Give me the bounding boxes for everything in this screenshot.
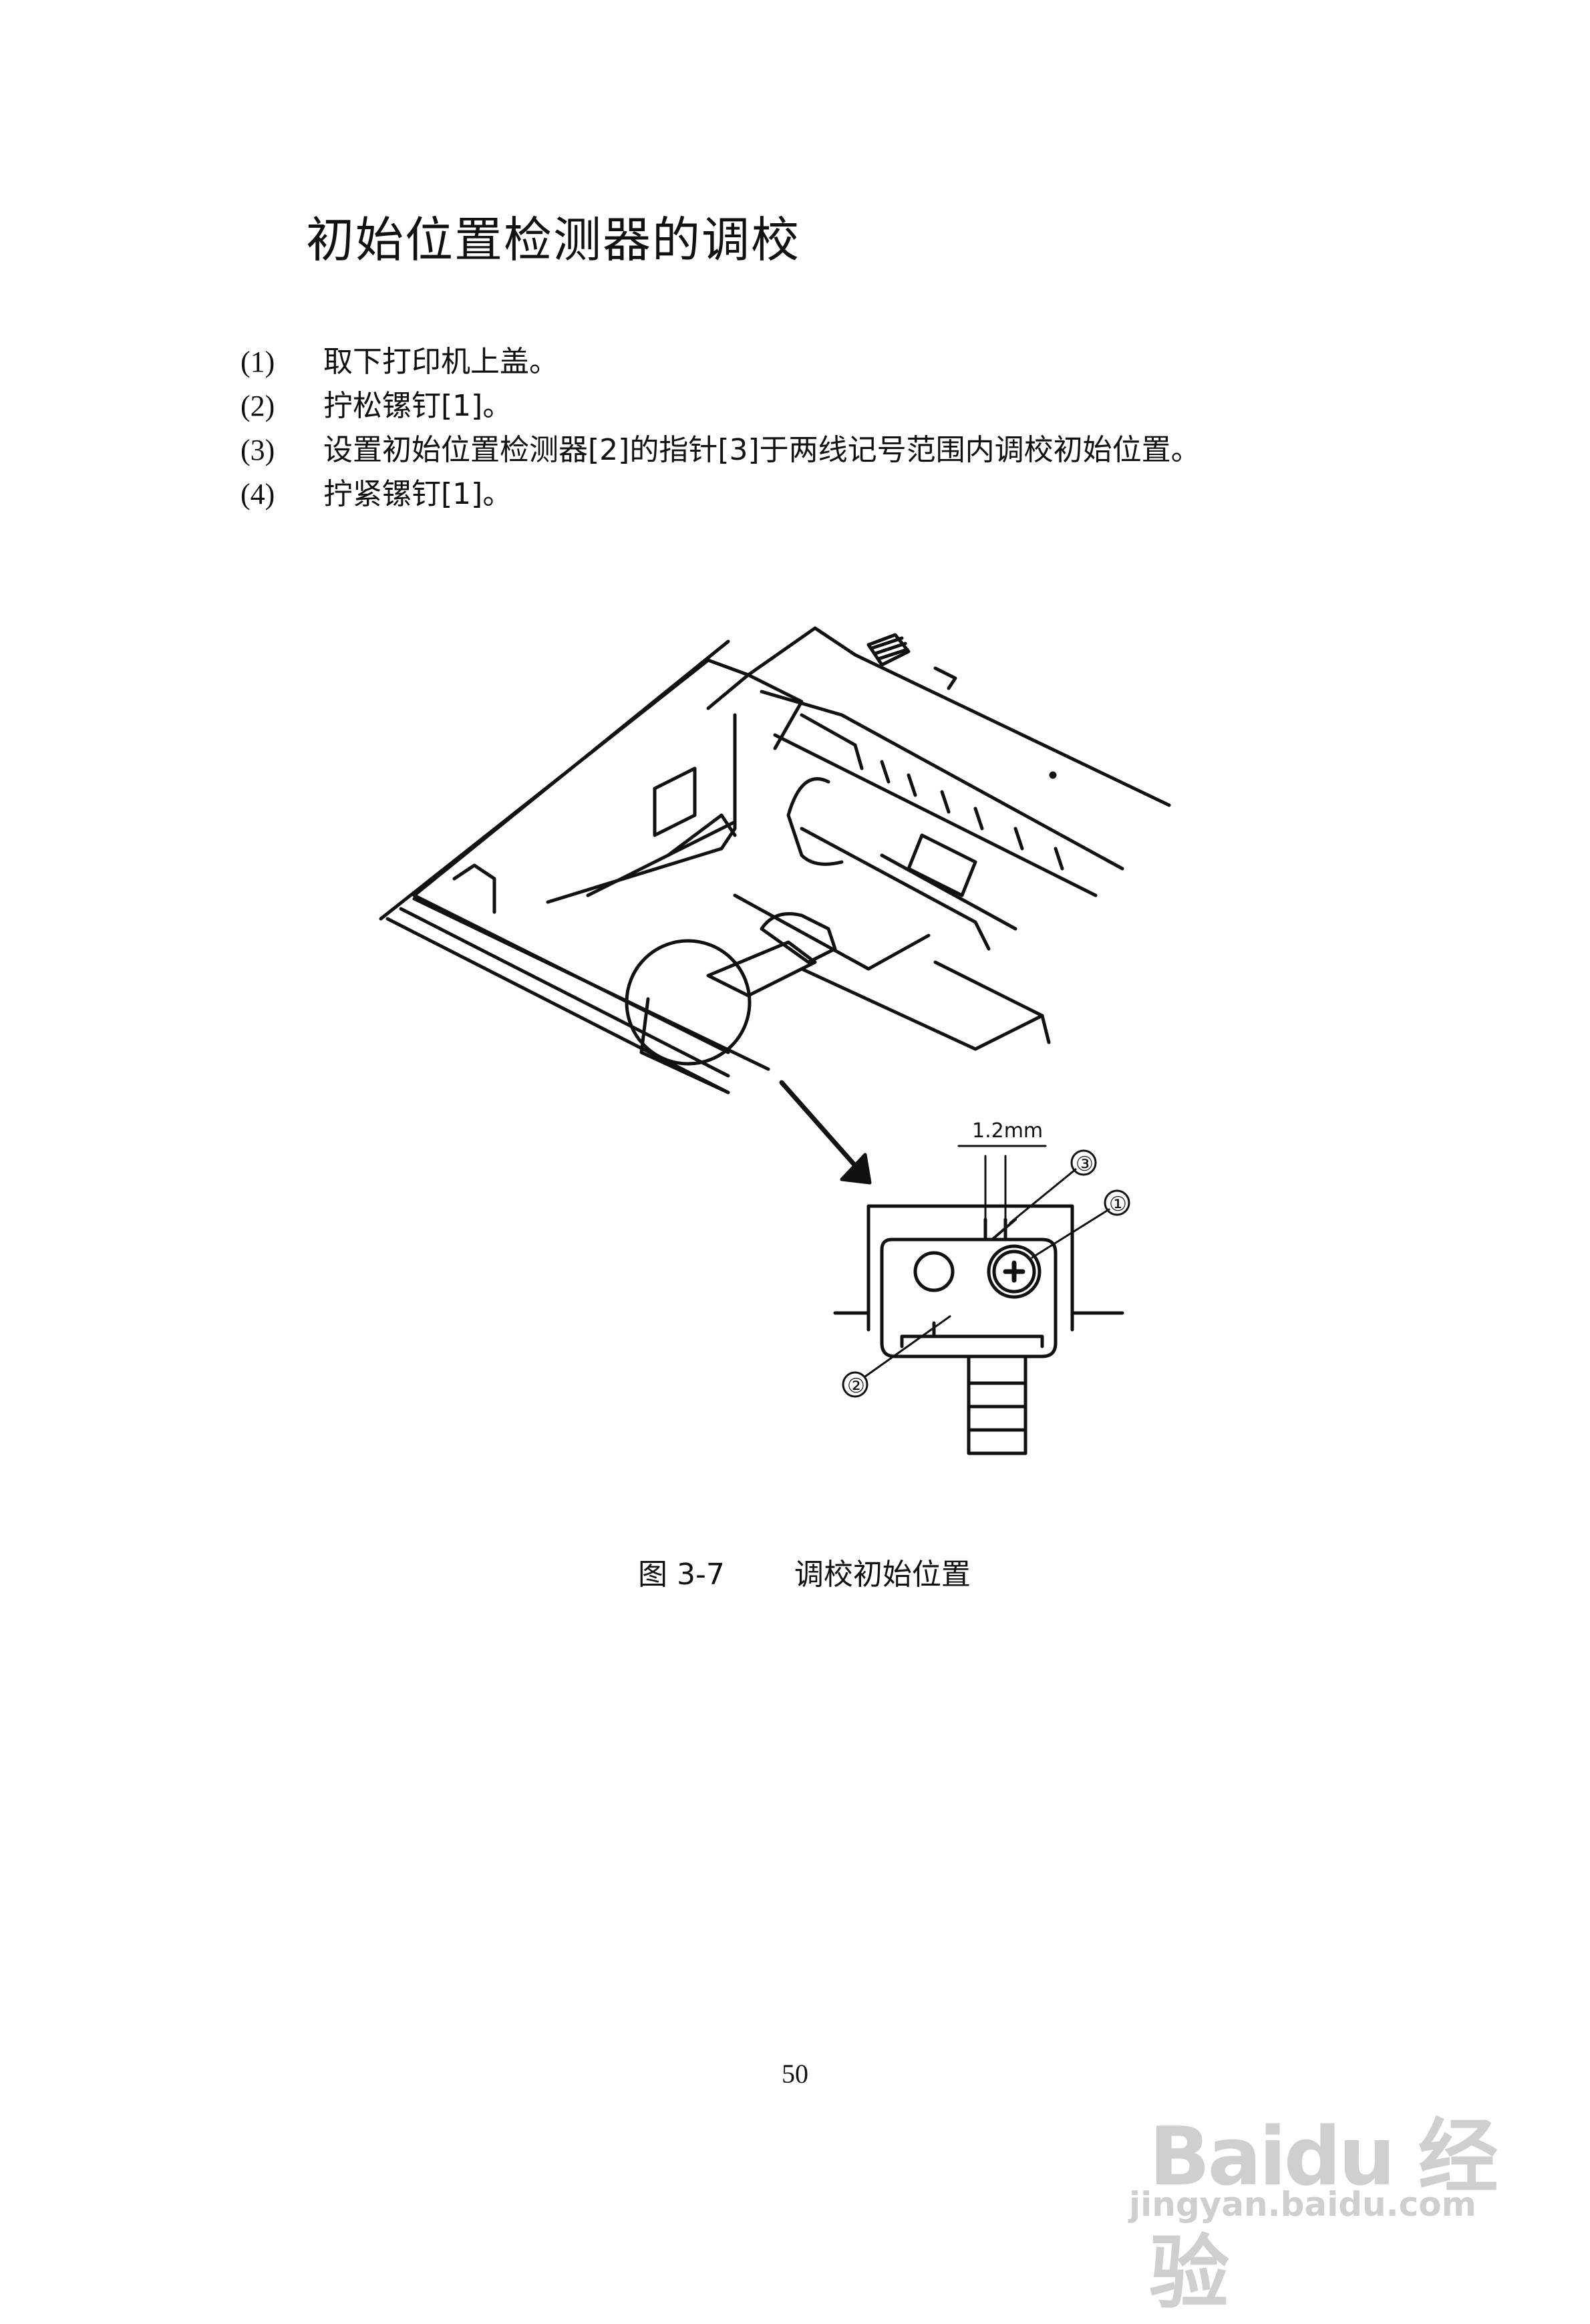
callout-circle-1 xyxy=(1104,1189,1130,1216)
callout-circle-3 xyxy=(1070,1149,1097,1176)
page-title: 初始位置检测器的调校 xyxy=(306,212,801,268)
detail-highlight-circle xyxy=(625,939,752,1066)
detail-arrow xyxy=(779,1080,872,1185)
watermark-url: jingyan.baidu.com xyxy=(1129,2185,1476,2224)
page-number: 50 xyxy=(782,2059,808,2089)
step-number: (2) xyxy=(241,390,275,422)
printer-mechanism-drawing xyxy=(379,626,1171,1095)
figure-caption: 图 3-7 调校初始位置 xyxy=(638,1550,971,1593)
baidu-watermark: Baidu 经验 jingyan.baidu.com xyxy=(1109,2078,1550,2320)
step-text: 拧紧镙钉[1]。 xyxy=(323,477,512,511)
callout-label-3: ③ xyxy=(1076,1153,1094,1176)
step-item: (2) 拧松镙钉[1]。 xyxy=(241,382,1201,426)
procedure-steps: (1) 取下打印机上盖。 (2) 拧松镙钉[1]。 (3) 设置初始位置检测器[… xyxy=(241,337,1201,514)
step-text: 取下打印机上盖。 xyxy=(323,345,559,379)
step-number: (4) xyxy=(241,478,275,511)
figure-number: 图 3-7 xyxy=(638,1558,725,1592)
leader-line-1 xyxy=(1031,1208,1110,1259)
dimension-label: 1.2mm xyxy=(972,1119,1043,1143)
callout-label-2: ② xyxy=(847,1374,865,1398)
step-number: (1) xyxy=(241,345,275,378)
step-item: (3) 设置初始位置检测器[2]的指针[3]于两线记号范围内调校初始位置。 xyxy=(241,426,1201,470)
printer-diagram-figure: 1.2mm ③ ① ② xyxy=(374,615,1256,1470)
sensor-detail-view xyxy=(833,1145,1124,1455)
figure-caption-text: 调校初始位置 xyxy=(794,1558,971,1592)
detector-hole xyxy=(913,1251,955,1292)
leader-line-3 xyxy=(1009,1168,1077,1224)
step-number: (3) xyxy=(241,434,275,466)
leader-line-2 xyxy=(864,1315,951,1378)
step-text: 设置初始位置检测器[2]的指针[3]于两线记号范围内调校初始位置。 xyxy=(323,433,1201,467)
callout-label-1: ① xyxy=(1109,1193,1127,1216)
step-text: 拧松镙钉[1]。 xyxy=(323,389,512,423)
step-item: (1) 取下打印机上盖。 xyxy=(241,337,1201,382)
callout-circle-2 xyxy=(842,1371,868,1398)
step-item: (4) 拧紧镙钉[1]。 xyxy=(241,470,1201,514)
screw-head xyxy=(987,1244,1042,1299)
